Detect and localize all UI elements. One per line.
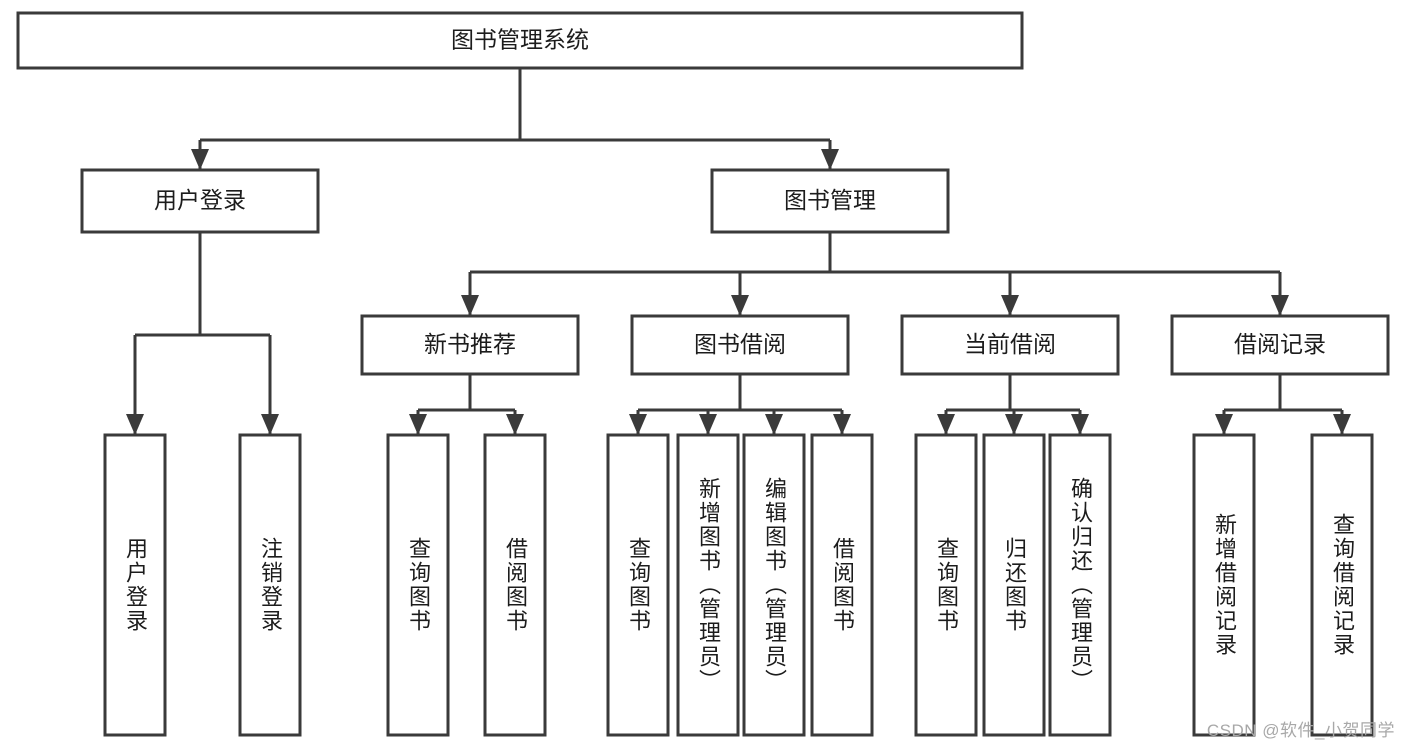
arrow-head-icon	[1001, 295, 1019, 316]
arrow-head-icon	[629, 414, 647, 435]
node-label-book-manage: 图书管理	[784, 187, 876, 213]
node-label-borrow-record: 借阅记录	[1234, 331, 1326, 357]
arrow-head-icon	[1271, 295, 1289, 316]
node-box-borrow-record[interactable]	[1170, 314, 1390, 376]
node-label-root: 图书管理系统	[451, 27, 589, 53]
node-box-new-book-rec[interactable]	[360, 314, 580, 376]
node-box-leaf-borrow-book-1[interactable]	[483, 433, 547, 737]
node-box-book-borrow[interactable]	[630, 314, 850, 376]
arrow-head-icon	[126, 414, 144, 435]
watermark-text: CSDN @软件_小贺同学	[1206, 721, 1395, 740]
arrow-head-icon	[1215, 414, 1233, 435]
node-box-leaf-add-book[interactable]	[676, 433, 740, 737]
arrow-head-icon	[765, 414, 783, 435]
box-layer	[16, 11, 1390, 737]
node-label-new-book-rec: 新书推荐	[424, 331, 516, 357]
node-box-leaf-confirm-return[interactable]	[1048, 433, 1112, 737]
node-box-leaf-user-logout[interactable]	[238, 433, 302, 737]
node-box-user-login[interactable]	[80, 168, 320, 234]
node-box-leaf-query-book-3[interactable]	[914, 433, 978, 737]
node-box-leaf-return-book[interactable]	[982, 433, 1046, 737]
node-box-leaf-query-record[interactable]	[1310, 433, 1374, 737]
node-label-current-borrow: 当前借阅	[964, 331, 1056, 357]
arrow-head-icon	[1333, 414, 1351, 435]
node-box-leaf-borrow-book-2[interactable]	[810, 433, 874, 737]
node-box-book-manage[interactable]	[710, 168, 950, 234]
node-box-leaf-edit-book[interactable]	[742, 433, 806, 737]
arrow-head-icon	[1071, 414, 1089, 435]
connector-layer	[126, 68, 1351, 435]
arrow-head-icon	[833, 414, 851, 435]
arrow-head-icon	[937, 414, 955, 435]
node-label-book-borrow: 图书借阅	[694, 331, 786, 357]
arrow-head-icon	[821, 149, 839, 170]
node-box-root[interactable]	[16, 11, 1024, 70]
node-box-current-borrow[interactable]	[900, 314, 1120, 376]
node-box-leaf-add-record[interactable]	[1192, 433, 1256, 737]
arrow-head-icon	[1005, 414, 1023, 435]
arrow-head-icon	[191, 149, 209, 170]
arrow-head-icon	[699, 414, 717, 435]
arrow-head-icon	[409, 414, 427, 435]
arrow-head-icon	[506, 414, 524, 435]
node-label-user-login: 用户登录	[154, 187, 246, 213]
arrow-head-icon	[261, 414, 279, 435]
node-box-leaf-query-book-2[interactable]	[606, 433, 670, 737]
node-box-leaf-query-book-1[interactable]	[386, 433, 450, 737]
arrow-head-icon	[461, 295, 479, 316]
node-box-leaf-user-login[interactable]	[103, 433, 167, 737]
arrow-head-icon	[731, 295, 749, 316]
